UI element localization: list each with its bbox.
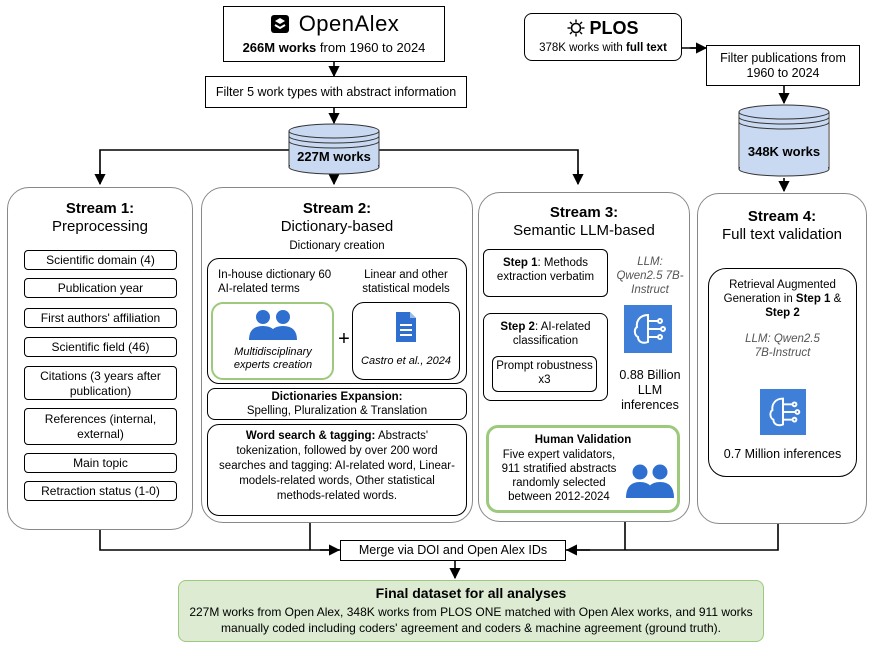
word-search-box: Word search & tagging: Abstracts' tokeni… [207,424,467,516]
stream1-item: Scientific field (46) [24,337,177,357]
stream4-title: Stream 4: [747,208,817,225]
filter-openalex-box: Filter 5 work types with abstract inform… [205,76,467,108]
stream2-subtitle: Dictionary-based [280,218,394,235]
inhouse-dictionary-text: In-house dictionary 60 AI-related terms [218,269,332,295]
rag-step1: Step 1 [795,293,831,305]
database-cylinder-icon [288,123,380,175]
castro-reference-box: Castro et al., 2024 [352,302,460,380]
dictionary-expansion-box: Dictionaries Expansion: Spelling, Plural… [207,388,467,420]
openalex-database: 227M works [288,123,380,175]
final-dataset-title: Final dataset for all analyses [375,585,567,601]
final-dataset-text: 227M works from Open Alex, 348K works fr… [189,605,753,635]
merge-box: Merge via DOI and Open Alex IDs [340,540,566,561]
stream3-inferences: 0.88 Billion LLM inferences [619,368,681,412]
plos-source-box: PLOS 378K works with full text [524,13,682,61]
step2-box: Step 2: AI-related classification Prompt… [483,313,608,401]
openalex-source-box: OpenAlex 266M works from 1960 to 2024 [223,6,445,62]
step2-label: Step 2 [500,321,535,333]
stream4-rag-box: Retrieval Augmented Generation in Step 1… [708,268,857,477]
castro-reference-text: Castro et al., 2024 [361,355,451,367]
openalex-logo-icon [270,15,289,33]
step1-box: Step 1: Methods extraction verbatim [483,249,608,297]
people-icon [249,310,297,340]
brain-circuit-icon [633,313,666,344]
rag-amp: & [830,293,842,305]
final-dataset-box: Final dataset for all analyses 227M work… [178,580,764,642]
stream4-inferences: 0.7 Million inferences [723,447,842,461]
filter-plos-box: Filter publications from 1960 to 2024 [706,45,860,86]
llm-brain-icon [624,305,672,353]
stream1-title: Stream 1: [65,200,135,217]
plos-db-label: 348K works [747,144,821,159]
document-icon [396,312,416,342]
step1-text: : Methods extraction verbatim [496,257,595,283]
openalex-works-count: 266M works [242,40,317,55]
stream1-item: Citations (3 years after publication) [24,366,177,400]
rag-text: Retrieval Augmented Generation in [723,279,836,305]
stream3-subtitle: Semantic LLM-based [513,222,655,239]
stream1-panel: Stream 1: Preprocessing [7,187,193,530]
openalex-logo-text: OpenAlex [298,11,400,36]
step2-text: : AI-related classification [512,321,591,347]
stream4-subtitle: Full text validation [721,226,843,243]
stream4-llm-label: LLM: Qwen2.5 7B-Instruct [745,333,820,359]
plos-logo-text: PLOS [589,17,639,38]
plos-works-fulltext: full text [626,42,667,54]
word-search-text: Abstracts' tokenization, followed by ove… [219,430,455,502]
plos-works-count: 378K works with [539,42,627,54]
stream1-item: Main topic [24,453,177,473]
plos-logo-icon [567,19,585,37]
plos-database: 348K works [738,104,830,178]
stream2-title: Stream 2: [302,200,372,217]
expansion-title: Dictionaries Expansion: [271,391,403,403]
database-cylinder-icon [738,104,830,177]
linear-models-text: Linear and other statistical models [362,269,450,295]
prompt-robustness-box: Prompt robustness x3 [492,356,597,392]
stream2-creation-label: Dictionary creation [289,240,385,252]
stream3-llm-label: LLM: Qwen2.5 7B-Instruct [616,256,684,296]
rag-step2: Step 2 [765,307,800,319]
word-search-title: Word search & tagging: [245,430,376,442]
brain-circuit-icon [769,397,801,427]
step1-label: Step 1 [502,257,538,269]
openalex-db-label: 227M works [297,149,371,164]
stream1-item: Publication year [24,278,177,298]
human-validation-box: Human Validation Five expert validators,… [486,425,680,513]
expansion-text: Spelling, Pluralization & Translation [246,405,428,417]
llm-brain-icon [760,389,806,435]
stream1-item: Scientific domain (4) [24,250,177,270]
stream1-subtitle: Preprocessing [52,218,148,235]
stream1-item: References (internal, external) [24,408,177,445]
human-validation-title: Human Validation [534,434,632,446]
experts-creation-box: Multidisciplinary experts creation [211,302,334,380]
stream3-title: Stream 3: [549,204,619,221]
plus-sign: + [338,328,350,350]
stream1-item: First authors' affiliation [24,308,177,328]
human-validation-text: Five expert validators, 911 stratified a… [501,449,617,503]
experts-creation-text: Multidisciplinary experts creation [233,346,313,371]
people-icon [626,464,674,498]
stream1-item: Retraction status (1-0) [24,481,177,501]
openalex-works-range: from 1960 to 2024 [316,40,426,55]
